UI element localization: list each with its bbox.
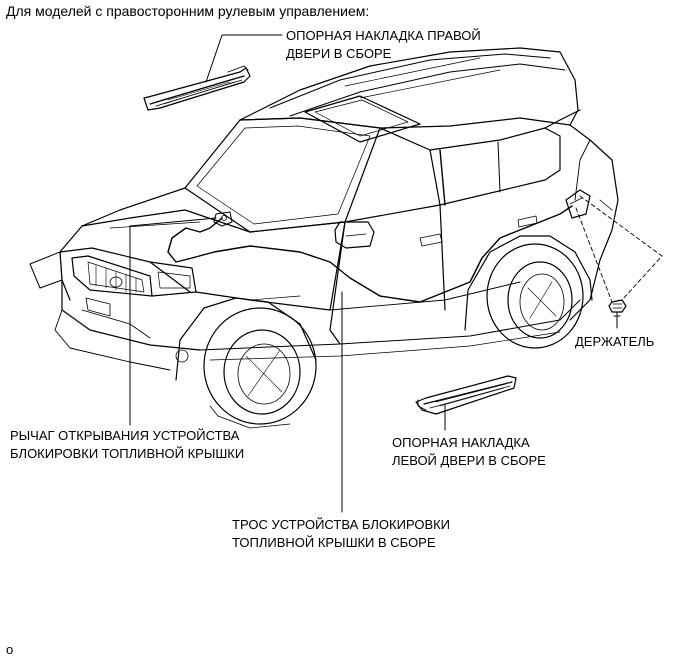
label-line: ОПОРНАЯ НАКЛАДКА bbox=[392, 435, 530, 450]
label-left-door-scuff-plate: ОПОРНАЯ НАКЛАДКА ЛЕВОЙ ДВЕРИ В СБОРЕ bbox=[392, 434, 546, 470]
left-door-scuff-plate bbox=[416, 376, 516, 414]
label-fuel-lid-opener-lever: РЫЧАГ ОТКРЫВАНИЯ УСТРОЙСТВА БЛОКИРОВКИ Т… bbox=[10, 427, 244, 463]
label-right-door-scuff-plate: ОПОРНАЯ НАКЛАДКА ПРАВОЙ ДВЕРИ В СБОРЕ bbox=[286, 27, 481, 63]
label-line: ДВЕРИ В СБОРЕ bbox=[286, 46, 392, 61]
page-header: Для моделей с правосторонним рулевым упр… bbox=[6, 3, 370, 19]
label-line: ЛЕВОЙ ДВЕРИ В СБОРЕ bbox=[392, 453, 546, 468]
leader-lever bbox=[130, 218, 216, 425]
leader-lines bbox=[130, 35, 617, 512]
label-holder: ДЕРЖАТЕЛЬ bbox=[575, 333, 654, 351]
vehicle-body bbox=[30, 48, 618, 428]
fuel-lid-cable-routing bbox=[168, 206, 572, 302]
leader-right-door-plate bbox=[206, 35, 282, 82]
label-fuel-lid-lock-cable: ТРОС УСТРОЙСТВА БЛОКИРОВКИ ТОПЛИВНОЙ КРЫ… bbox=[232, 516, 450, 552]
label-line: ТРОС УСТРОЙСТВА БЛОКИРОВКИ bbox=[232, 517, 451, 532]
footer-mark: o bbox=[6, 642, 14, 657]
label-line: ДЕРЖАТЕЛЬ bbox=[575, 334, 655, 349]
label-line: ТОПЛИВНОЙ КРЫШКИ В СБОРЕ bbox=[232, 535, 436, 550]
label-line: ОПОРНАЯ НАКЛАДКА ПРАВОЙ bbox=[286, 28, 481, 43]
label-line: РЫЧАГ ОТКРЫВАНИЯ УСТРОЙСТВА bbox=[10, 428, 240, 443]
right-door-scuff-plate bbox=[144, 66, 250, 110]
label-line: БЛОКИРОВКИ ТОПЛИВНОЙ КРЫШКИ bbox=[10, 446, 245, 461]
holder-clip bbox=[609, 300, 626, 318]
holder-dashed-lines bbox=[576, 196, 662, 302]
